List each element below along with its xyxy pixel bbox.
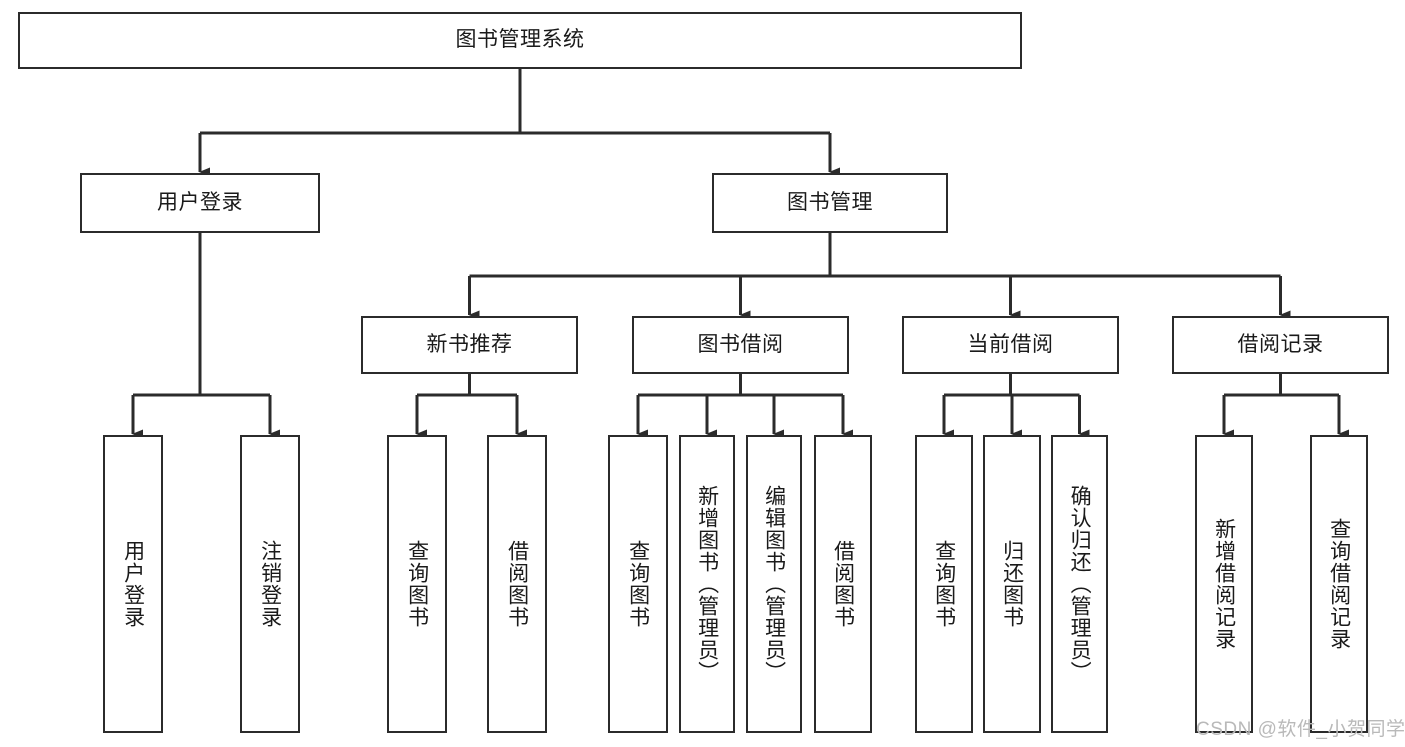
node-current-borrow[interactable]: 当前借阅 xyxy=(902,316,1119,374)
node-label: 查询图书 xyxy=(626,540,650,628)
watermark-text: CSDN @软件_小贺同学 xyxy=(1196,719,1405,740)
node-label: 编辑图书（管理员） xyxy=(762,485,786,683)
node-label: 图书管理系统 xyxy=(455,28,585,52)
node-leaf-edit-book[interactable]: 编辑图书（管理员） xyxy=(746,435,802,733)
node-leaf-query-book-1[interactable]: 查询图书 xyxy=(387,435,447,733)
node-leaf-user-login[interactable]: 用户登录 xyxy=(103,435,163,733)
node-label: 借阅图书 xyxy=(505,540,529,628)
node-leaf-add-record[interactable]: 新增借阅记录 xyxy=(1195,435,1253,733)
node-leaf-query-record[interactable]: 查询借阅记录 xyxy=(1310,435,1368,733)
node-label: 注销登录 xyxy=(258,540,282,628)
node-label: 查询图书 xyxy=(932,540,956,628)
node-label: 新增图书（管理员） xyxy=(695,485,719,683)
node-leaf-logout[interactable]: 注销登录 xyxy=(240,435,300,733)
node-label: 当前借阅 xyxy=(967,332,1054,356)
node-label: 图书管理 xyxy=(787,190,873,214)
node-new-book-rec[interactable]: 新书推荐 xyxy=(361,316,578,374)
node-label: 查询借阅记录 xyxy=(1327,518,1351,650)
node-leaf-borrow-book-1[interactable]: 借阅图书 xyxy=(487,435,547,733)
node-book-borrow[interactable]: 图书借阅 xyxy=(632,316,849,374)
node-label: 借阅图书 xyxy=(831,540,855,628)
node-root[interactable]: 图书管理系统 xyxy=(18,12,1022,69)
node-leaf-confirm-return[interactable]: 确认归还（管理员） xyxy=(1051,435,1108,733)
node-label: 查询图书 xyxy=(405,540,429,628)
node-user-login[interactable]: 用户登录 xyxy=(80,173,320,233)
node-label: 用户登录 xyxy=(157,190,243,214)
node-leaf-query-book-3[interactable]: 查询图书 xyxy=(915,435,973,733)
node-leaf-borrow-book-2[interactable]: 借阅图书 xyxy=(814,435,872,733)
node-label: 借阅记录 xyxy=(1237,332,1324,356)
node-leaf-query-book-2[interactable]: 查询图书 xyxy=(608,435,668,733)
node-label: 新增借阅记录 xyxy=(1212,518,1236,650)
node-book-manage[interactable]: 图书管理 xyxy=(712,173,948,233)
node-leaf-add-book[interactable]: 新增图书（管理员） xyxy=(679,435,735,733)
node-borrow-record[interactable]: 借阅记录 xyxy=(1172,316,1389,374)
node-label: 图书借阅 xyxy=(697,332,784,356)
node-label: 归还图书 xyxy=(1000,540,1024,628)
node-leaf-return-book[interactable]: 归还图书 xyxy=(983,435,1041,733)
node-label: 用户登录 xyxy=(121,540,145,628)
node-label: 确认归还（管理员） xyxy=(1068,485,1092,683)
node-label: 新书推荐 xyxy=(426,332,513,356)
